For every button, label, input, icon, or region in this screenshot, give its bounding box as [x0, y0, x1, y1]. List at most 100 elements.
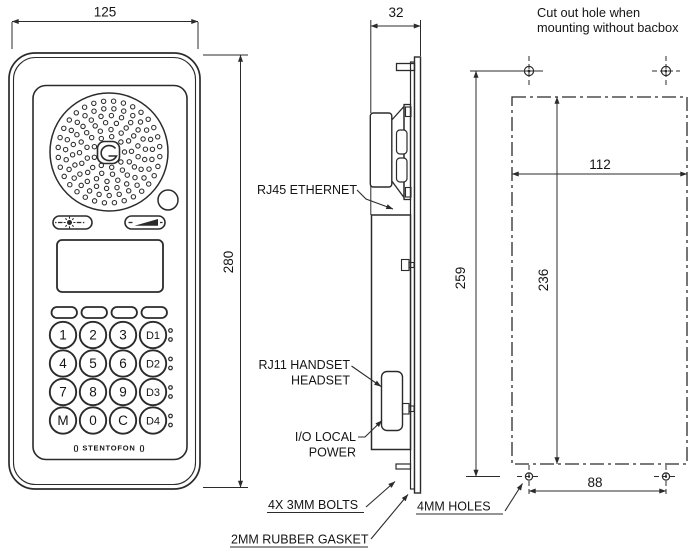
front-inner-frame — [12, 56, 197, 486]
front-view: 1 2 3 D1 4 5 6 D2 7 8 9 D3 M 0 C D4 () — [8, 52, 201, 490]
keypad-key-c: C — [108, 406, 138, 435]
callout-rj45: RJ45 ETHERNET — [257, 183, 394, 210]
key-label: D3 — [146, 387, 160, 399]
speaker-magnet — [369, 112, 393, 188]
dim-side-depth: 32 — [370, 5, 421, 29]
io-label-line1: I/O LOCAL — [295, 430, 356, 444]
front-panel — [32, 84, 188, 461]
speaker-grille-rim — [49, 92, 169, 212]
mounting-hole-bottom-left — [517, 465, 541, 497]
mounting-hole-top-right — [652, 56, 680, 87]
bolts-label: 4X 3MM BOLTS — [268, 498, 358, 512]
callouts: RJ45 ETHERNET RJ11 HANDSET HEADSET I/O L… — [230, 183, 523, 548]
key-label: 7 — [59, 385, 67, 400]
key-label: C — [118, 413, 128, 428]
key-label: 3 — [119, 328, 127, 343]
keypad-key-d1: D1 — [138, 320, 168, 350]
mounting-hole-bottom-right — [654, 465, 678, 497]
dim-236-label: 236 — [536, 269, 551, 292]
dkey-indicator-dots — [168, 328, 173, 428]
dim-32-label: 32 — [388, 5, 403, 20]
rj11-label-line2: HEADSET — [291, 374, 350, 388]
key-label: 8 — [89, 385, 97, 400]
cutout-view: Cut out hole when mounting without bacbo… — [453, 5, 688, 497]
side-view — [369, 20, 422, 494]
cutout-title-line1: Cut out hole when — [537, 5, 640, 20]
top-bolt-side — [395, 62, 416, 72]
volume-button — [124, 215, 166, 230]
keypad-key-d4: D4 — [138, 406, 168, 435]
speaker-grille-holes — [55, 98, 163, 206]
cutout-rect — [511, 96, 688, 465]
io-leader-arrow — [358, 420, 383, 438]
dim-125-label: 125 — [94, 5, 117, 20]
display-screen — [56, 239, 164, 293]
rj11-label-line1: RJ11 HANDSET — [259, 358, 351, 372]
bolts-leader-arrow — [365, 481, 396, 508]
dim-hole-height: 259 — [453, 70, 543, 477]
keypad-key-d2: D2 — [138, 349, 168, 378]
dim-cutout-width: 112 — [511, 157, 688, 177]
keypad-key-d3: D3 — [138, 377, 168, 407]
key-label: 1 — [59, 328, 67, 343]
keypad-key-2: 2 — [78, 320, 108, 350]
panel-screw-mid — [400, 258, 415, 272]
front-outer-frame — [8, 52, 201, 490]
keypad-key-1: 1 — [48, 320, 78, 350]
keypad-key-3: 3 — [108, 320, 138, 350]
rj11-leader-arrow — [351, 365, 382, 387]
key-label: 2 — [89, 328, 97, 343]
key-label: D2 — [146, 358, 160, 370]
front-plate-side — [413, 56, 422, 494]
softkey-button-3 — [110, 306, 138, 319]
dim-cutout-height: 236 — [536, 96, 560, 465]
mounting-bolt-side — [395, 463, 412, 470]
softkey-button-2 — [80, 306, 108, 319]
keypad-key-9: 9 — [108, 377, 138, 407]
brand-mark-left: () — [74, 444, 79, 453]
dim-259-label: 259 — [453, 267, 468, 290]
key-label: D1 — [146, 330, 160, 342]
keypad: 1 2 3 D1 4 5 6 D2 7 8 9 D3 M 0 C D4 — [48, 320, 173, 435]
keypad-key-m: M — [48, 406, 78, 435]
dim-88-label: 88 — [587, 475, 602, 490]
holes-label: 4MM HOLES — [417, 500, 491, 514]
softkey-button-4 — [140, 306, 168, 319]
callout-bolts: 4X 3MM BOLTS — [267, 481, 396, 514]
keypad-key-0: 0 — [78, 406, 108, 435]
gasket-label: 2MM RUBBER GASKET — [231, 533, 369, 547]
keypad-key-7: 7 — [48, 377, 78, 407]
key-label: M — [57, 413, 68, 428]
callout-io-power: I/O LOCAL POWER — [295, 420, 383, 460]
key-label: 0 — [89, 413, 97, 428]
callout-holes: 4MM HOLES — [416, 483, 523, 515]
keypad-key-6: 6 — [108, 349, 138, 378]
keypad-key-8: 8 — [78, 377, 108, 407]
speaker-grille — [49, 92, 169, 212]
volume-icon — [128, 219, 163, 226]
softkey-row — [50, 306, 168, 319]
key-label: 4 — [59, 356, 67, 371]
dim-112-label: 112 — [589, 157, 611, 172]
softkey-button-1 — [50, 306, 78, 319]
io-label-line2: POWER — [309, 446, 356, 460]
key-label: 9 — [119, 385, 127, 400]
keypad-key-4: 4 — [48, 349, 78, 378]
dim-front-height: 280 — [203, 54, 248, 488]
callout-gasket: 2MM RUBBER GASKET — [230, 494, 409, 548]
keypad-key-5: 5 — [78, 349, 108, 378]
dim-front-width: 125 — [11, 5, 199, 49]
speaker-side — [369, 103, 412, 201]
key-label: 6 — [119, 356, 127, 371]
gasket-leader-arrow — [370, 494, 409, 540]
rj45-leader-arrow — [356, 189, 394, 210]
callout-rj11: RJ11 HANDSET HEADSET — [259, 358, 382, 388]
dim-280-label: 280 — [221, 251, 236, 274]
brand-mark-right: () — [140, 444, 145, 453]
key-label: D4 — [146, 415, 160, 427]
brightness-button — [52, 215, 93, 230]
brand-text: STENTOFON — [82, 444, 135, 453]
panel-screw-low — [401, 402, 415, 415]
